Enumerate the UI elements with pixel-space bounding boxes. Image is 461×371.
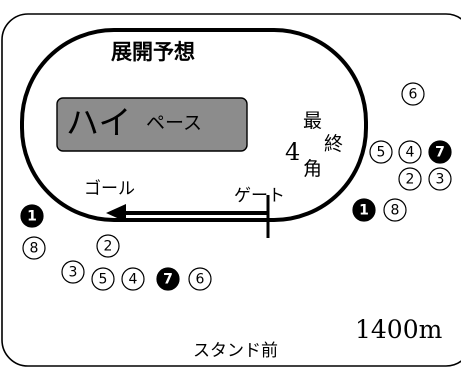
horse-number: 5 xyxy=(377,145,386,161)
corner-char-1: 最 xyxy=(303,110,323,132)
horse-number: 7 xyxy=(435,145,445,161)
horse-number: 3 xyxy=(69,265,78,281)
horse-marker-circle xyxy=(188,267,212,291)
horse-marker-5: 5 xyxy=(369,140,393,164)
pace-suffix-label: ペース xyxy=(146,112,203,134)
pace-main-label: ハイ xyxy=(66,103,132,142)
horse-marker-circle xyxy=(22,236,46,260)
inner-track xyxy=(20,28,368,222)
corner-char-2: 終 xyxy=(324,133,344,155)
horse-number: 2 xyxy=(406,172,415,188)
horse-marker-3: 3 xyxy=(61,260,85,284)
horse-number: 8 xyxy=(30,241,39,257)
horse-marker-4: 4 xyxy=(121,267,145,291)
horse-number: 5 xyxy=(99,272,108,288)
diagram-title: 展開予想 xyxy=(111,40,195,64)
horse-marker-6: 6 xyxy=(401,82,425,106)
horse-number: 1 xyxy=(27,209,37,225)
horse-number: 8 xyxy=(391,203,400,219)
horse-number: 2 xyxy=(104,239,113,255)
horse-marker-1: 1 xyxy=(20,204,44,228)
horse-marker-circle xyxy=(369,140,393,164)
horse-marker-circle xyxy=(121,267,145,291)
horse-marker-2: 2 xyxy=(96,234,120,258)
horse-marker-7: 7 xyxy=(156,267,180,291)
horse-marker-circle xyxy=(398,167,422,191)
horse-number: 6 xyxy=(409,87,418,103)
horse-marker-8: 8 xyxy=(22,236,46,260)
stand-label: スタンド前 xyxy=(193,341,278,361)
horse-number: 3 xyxy=(436,172,445,188)
horse-marker-circle xyxy=(401,82,425,106)
horse-number: 1 xyxy=(359,203,369,219)
horse-marker-circle xyxy=(428,140,452,164)
horse-marker-circle xyxy=(383,198,407,222)
horse-marker-6: 6 xyxy=(188,267,212,291)
gate-label: ゲート xyxy=(234,186,285,206)
horse-marker-5: 5 xyxy=(91,267,115,291)
horse-number: 4 xyxy=(406,145,415,161)
horse-marker-circle xyxy=(96,234,120,258)
horse-marker-7: 7 xyxy=(428,140,452,164)
distance-label: 1400m xyxy=(355,315,443,344)
horse-marker-8: 8 xyxy=(383,198,407,222)
horse-marker-2: 2 xyxy=(398,167,422,191)
direction-arrow-head xyxy=(106,204,126,222)
goal-label: ゴール xyxy=(84,179,135,199)
horse-marker-circle xyxy=(352,198,376,222)
horse-marker-circle xyxy=(61,260,85,284)
horse-marker-1: 1 xyxy=(352,198,376,222)
corner-char-3: 角 xyxy=(303,158,323,180)
horse-marker-circle xyxy=(20,204,44,228)
horse-number: 4 xyxy=(129,272,138,288)
horse-marker-circle xyxy=(91,267,115,291)
pace-box xyxy=(56,97,248,152)
horse-marker-4: 4 xyxy=(398,140,422,164)
horse-marker-3: 3 xyxy=(428,167,452,191)
horse-marker-circle xyxy=(428,167,452,191)
outer-frame xyxy=(1,13,461,367)
horse-number: 6 xyxy=(196,272,205,288)
horse-marker-circle xyxy=(156,267,180,291)
horse-marker-circle xyxy=(398,140,422,164)
horse-number: 7 xyxy=(163,272,173,288)
corner-number: 4 xyxy=(285,138,301,166)
